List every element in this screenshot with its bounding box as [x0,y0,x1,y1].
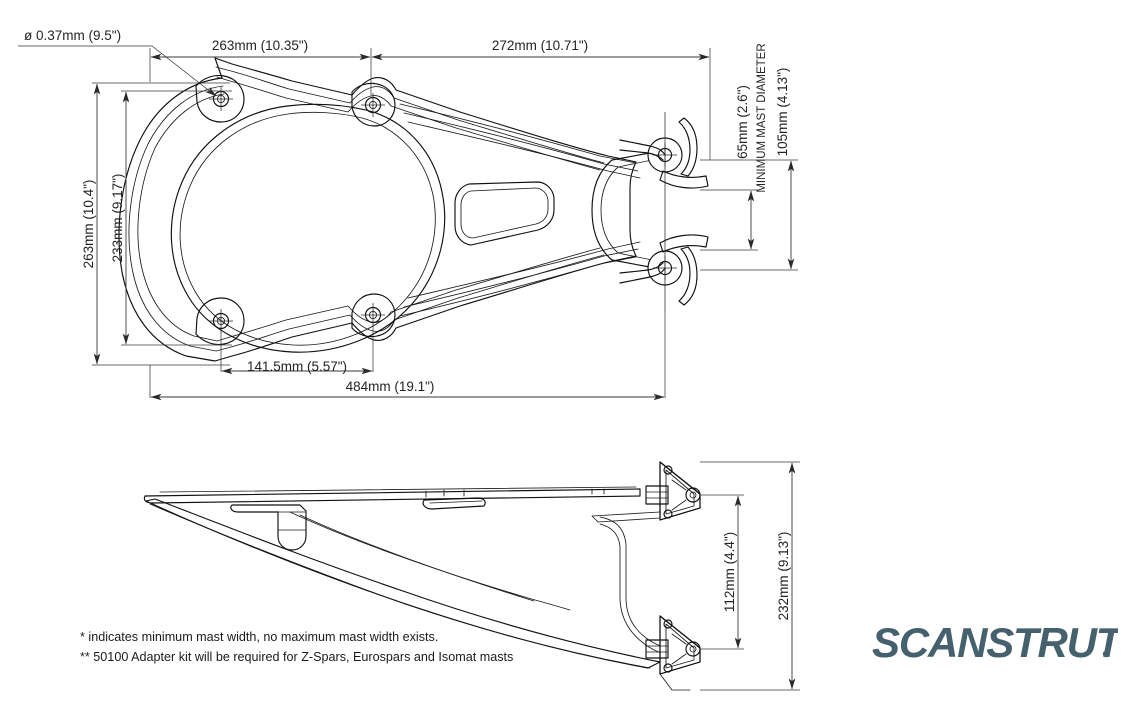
plan-lever-upper [678,117,698,177]
side-mid-boss [422,497,486,510]
plan-rib-upper-1 [399,103,637,164]
side-mount-block-seam [277,511,307,531]
side-mid-boss-detail [429,500,483,504]
plan-bolt-hole-upper-right [361,93,385,117]
plan-rib-lower-2 [403,248,639,308]
plan-shell-offset-2b [216,76,601,171]
side-view-geometry [143,461,701,691]
note-line-2: ** 50100 Adapter kit will be required fo… [80,650,513,664]
side-strut-tube [599,516,689,659]
side-internal-rib-2 [299,514,535,602]
side-internal-rib [289,511,571,611]
plan-bolt-hole-lower-left [209,309,233,333]
dim-label-484: 484mm (19.1") [346,379,435,394]
plan-lever-lower [678,246,698,306]
logo-trademark-dot [1102,650,1110,658]
dim-label-105: 105mm (4.13") [775,68,790,157]
logo-wordmark: SCANSTRUT [872,619,1118,666]
side-top-plate-detail-1 [425,489,465,498]
plan-inner-cavity [170,103,446,353]
note-line-1: * indicates minimum mast width, no maxim… [80,630,438,644]
plan-rib-upper-3 [407,121,641,179]
dim-label-112: 112mm (4.4") [722,532,737,612]
plan-boss-upper-left [195,74,245,123]
plan-slot-window [454,181,555,246]
plan-clamp-pivot-upper [619,137,683,173]
dim-label-272-top: 272mm (10.71") [492,38,588,53]
side-top-plate-detail-2 [591,488,605,495]
plan-boss-lower-right [351,293,396,338]
notes-block: * indicates minimum mast width, no maxim… [80,630,513,664]
plan-rib-lower-1 [399,256,637,317]
scanstrut-logo: SCANSTRUT [872,619,1118,666]
plan-clamp-pad-lower [659,234,709,253]
plan-view-dimensions: 263mm (10.35") 272mm (10.71") ø 0.37mm (… [18,28,798,401]
side-bracket-lower [645,615,701,691]
dim-label-min-mast-diameter: MINIMUM MAST DIAMETER [756,43,768,192]
plan-rib-lower-3 [407,241,641,299]
plan-outer-shell [118,57,637,362]
side-strut-top-arm [591,511,661,523]
side-view-dimensions: 112mm (4.4") 232mm (9.13") [700,461,800,691]
side-lower-wing-inner [149,503,651,669]
plan-slot-window-offset [460,187,549,239]
plan-shell-offset-1b [215,66,605,164]
dim-label-hole-dia: ø 0.37mm (9.5") [24,28,121,43]
plan-bolt-hole-upper-left [209,87,233,111]
plan-boss-lower-left [195,297,245,346]
side-strut-tube-2 [599,523,687,665]
dim-label-263-left: 263mm (10.4") [81,180,96,269]
plan-boss-upper-right [351,82,396,127]
dim-label-233-left: 233mm (9.17") [110,174,125,263]
leader-line-hole-dia [18,45,217,97]
dim-label-263-top: 263mm (10.35") [212,38,308,53]
side-bracket-upper [645,461,701,521]
dim-label-65: 65mm (2.6") [735,85,750,159]
plan-inner-cavity-offset [179,111,436,346]
plan-shell-offset-2 [137,93,601,342]
plan-mast-clamp-jaw-inner [600,159,653,261]
plan-bolt-hole-lower-right [361,303,385,327]
plan-mast-clamp-jaw [591,151,656,269]
plan-rib-upper-2 [403,112,639,172]
dim-label-141: 141.5mm (5.57") [247,359,347,374]
plan-shell-offset-1 [128,85,605,352]
side-mount-block [230,504,307,551]
plan-clamp-pivot-lower [619,250,683,286]
dim-label-232: 232mm (9.13") [776,532,791,621]
side-top-plate-seam [159,486,637,493]
plan-view-geometry [118,57,709,362]
plan-clamp-pad-upper [659,170,709,189]
